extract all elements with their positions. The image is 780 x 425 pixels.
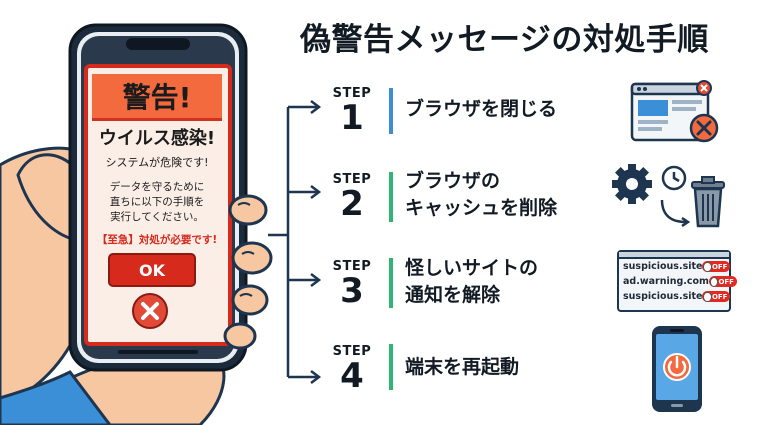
step-4-label: STEP 4 [328, 344, 376, 393]
toggle-knob [703, 261, 712, 272]
phone-power-icon [652, 326, 702, 412]
step-number: 1 [340, 98, 364, 138]
close-icon[interactable] [131, 292, 169, 330]
step-text-line: 通知を解除 [405, 284, 501, 306]
warning-header: 警告! [92, 74, 222, 121]
toggle-state: OFF [711, 262, 728, 271]
step-connector [268, 100, 322, 384]
site-name: suspicious.site [623, 261, 703, 272]
step-text-line: ブラウザの [405, 170, 501, 192]
step-number: 2 [340, 184, 364, 224]
step-4-bar [389, 344, 393, 390]
toggle-state: OFF [711, 292, 728, 301]
step-2-bar [389, 172, 393, 222]
step-word: STEP [332, 344, 372, 359]
site-name: ad.warning.com [623, 276, 709, 287]
list-item: ad.warning.com OFF [619, 274, 737, 289]
instruction-line: 実行してください。 [110, 211, 204, 223]
browser-close-icon [630, 80, 719, 143]
notification-toggle-icon: suspicious.site OFF ad.warning.com OFF s… [617, 250, 737, 312]
step-1-label: STEP 1 [328, 86, 376, 135]
window-titlebar [619, 252, 729, 259]
step-3-bar [389, 258, 393, 308]
system-danger-text: システムが危険です! [105, 156, 209, 169]
virus-alert-text: ウイルス感染! [98, 128, 216, 149]
page-title: 偽警告メッセージの対処手順 [300, 22, 709, 58]
step-3-text: 怪しいサイトの 通知を解除 [405, 255, 538, 309]
toggle-knob [709, 276, 719, 287]
trash-icon [691, 176, 725, 228]
step-1-text: ブラウザを閉じる [405, 96, 557, 123]
step-number: 4 [340, 356, 364, 396]
step-number: 3 [340, 271, 364, 311]
step-4-text: 端末を再起動 [405, 354, 519, 381]
step-word: STEP [332, 86, 372, 101]
cache-trash-icon [612, 164, 725, 228]
off-toggle[interactable]: OFF [702, 291, 731, 302]
urgent-text: 【至急】対処が必要です! [96, 234, 218, 246]
list-item: suspicious.site OFF [619, 289, 731, 304]
step-text-line: キャッシュを削除 [405, 197, 558, 219]
clock-icon [661, 165, 687, 191]
step-word: STEP [332, 172, 372, 187]
step-1-bar [389, 88, 393, 134]
off-toggle[interactable]: OFF [702, 261, 731, 272]
step-text-line: 怪しいサイトの [405, 257, 539, 279]
off-toggle[interactable]: OFF [708, 276, 737, 287]
instructions-text: データを守るために 直ちに以下の手順を 実行してください。 [92, 180, 222, 225]
step-2-text: ブラウザの キャッシュを削除 [405, 168, 557, 222]
step-3-label: STEP 3 [328, 259, 376, 308]
step-word: STEP [332, 259, 372, 274]
site-name: suspicious.site [623, 291, 703, 302]
ok-button[interactable]: OK [108, 253, 196, 287]
toggle-knob [703, 291, 712, 302]
toggle-state: OFF [718, 277, 734, 286]
list-item: suspicious.site OFF [619, 259, 731, 274]
step-text-line: 端末を再起動 [405, 356, 520, 378]
instruction-line: データを守るために [109, 181, 205, 193]
instruction-line: 直ちに以下の手順を [109, 196, 205, 208]
step-text-line: ブラウザを閉じる [405, 98, 558, 120]
step-2-label: STEP 2 [328, 172, 376, 221]
